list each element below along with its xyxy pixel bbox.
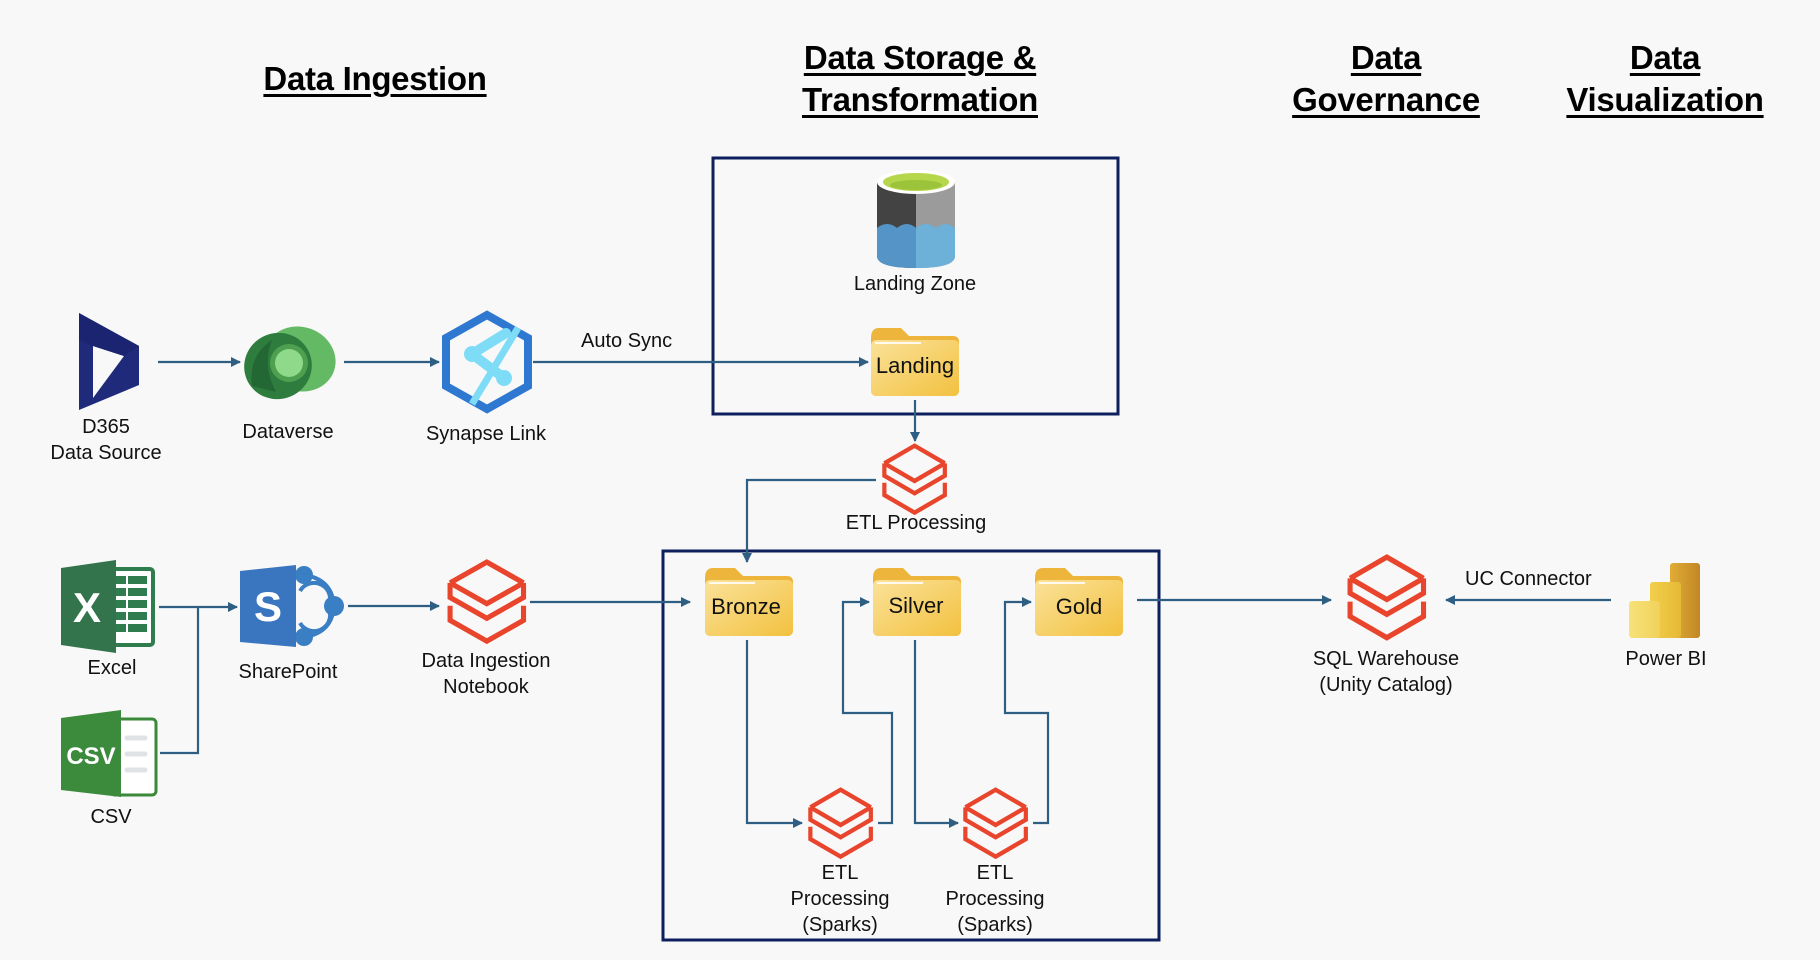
etl-processing-label: ETL Processing	[845, 512, 987, 534]
excel-icon: X	[61, 560, 155, 653]
heading-data-storage-transformation: Data Storage & Transformation	[801, 39, 1038, 118]
edge-silver-to-etl-spark-2	[913, 640, 959, 828]
synapse-link-icon	[442, 310, 532, 414]
csv-label: CSV	[90, 806, 132, 828]
databricks-icon-notebook	[450, 562, 523, 641]
bronze-folder-label: Bronze	[711, 594, 781, 619]
databricks-icon-etl-spark-1	[810, 790, 870, 857]
power-bi-label: Power BI	[1625, 648, 1707, 670]
synapse-link-label: Synapse Link	[425, 423, 547, 445]
sharepoint-label: SharePoint	[238, 661, 338, 683]
excel-label: Excel	[87, 657, 137, 679]
silver-folder-label: Silver	[888, 593, 944, 618]
data-ingestion-notebook-label: Data Ingestion Notebook	[421, 650, 551, 698]
svg-text:S: S	[254, 583, 282, 630]
dataverse-icon	[244, 326, 336, 400]
uc-connector-label: UC Connector	[1465, 568, 1592, 590]
svg-text:X: X	[73, 584, 101, 631]
dynamics-365-icon	[79, 313, 139, 410]
databricks-icon-etl-spark-2	[965, 790, 1025, 857]
medallion-container	[661, 549, 1161, 942]
edge-csv-to-sharepoint	[160, 607, 200, 755]
databricks-icon-etl-top	[884, 446, 944, 513]
sharepoint-icon: S	[240, 565, 344, 647]
dataverse-label: Dataverse	[242, 421, 334, 443]
auto-sync-label: Auto Sync	[581, 330, 673, 352]
heading-data-governance: Data Governance	[1292, 39, 1480, 118]
heading-data-visualization: Data Visualization	[1566, 39, 1764, 118]
landing-zone-label: Landing Zone	[853, 273, 977, 295]
d365-label: D365 Data Source	[50, 416, 162, 464]
etl-spark-1-label: ETL Processing (Sparks)	[790, 862, 890, 936]
power-bi-icon	[1629, 563, 1700, 638]
etl-spark-2-label: ETL Processing (Sparks)	[945, 862, 1045, 936]
gold-folder-label: Gold	[1055, 594, 1103, 619]
landing-folder-label: Landing	[875, 353, 955, 378]
sql-warehouse-label: SQL Warehouse (Unity Catalog)	[1312, 648, 1460, 696]
edge-etl-spark-2-to-gold	[1003, 597, 1050, 825]
edge-etl-spark-1-to-silver	[841, 597, 894, 825]
edge-bronze-to-etl-spark-1	[745, 640, 803, 828]
svg-text:CSV: CSV	[66, 743, 115, 770]
edge-etl-to-bronze	[742, 478, 876, 563]
csv-icon: CSV	[61, 710, 158, 797]
heading-data-ingestion: Data Ingestion	[263, 60, 487, 97]
databricks-icon-sql-warehouse	[1350, 557, 1423, 638]
data-lake-storage-icon	[877, 170, 955, 268]
